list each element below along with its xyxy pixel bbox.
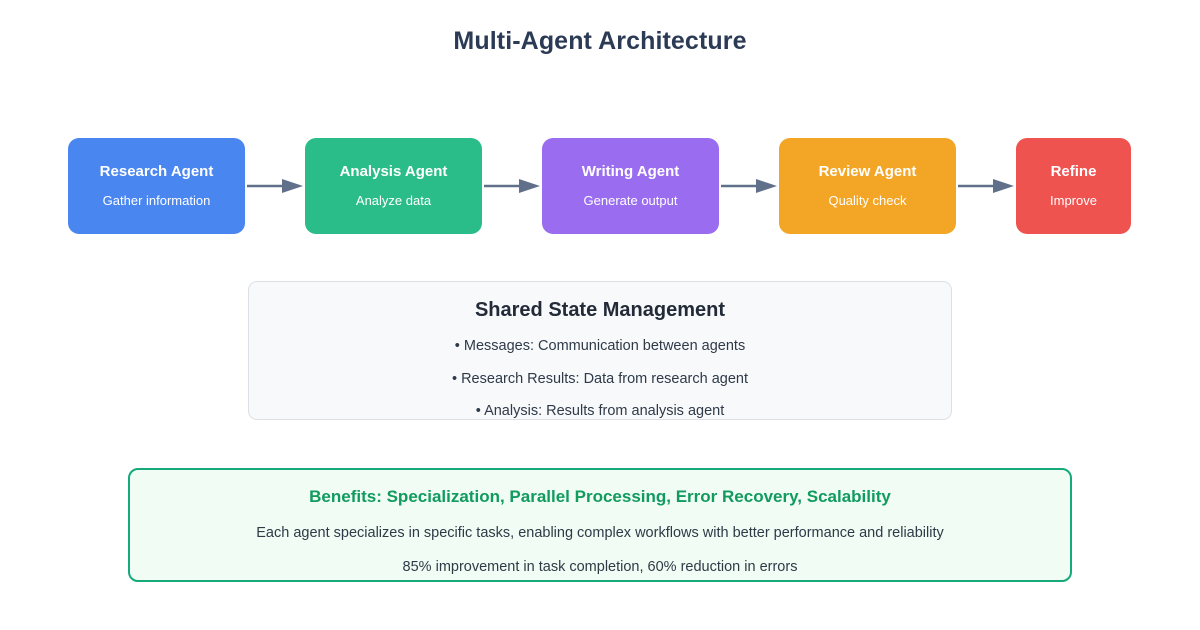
agent-node-subtitle: Gather information: [102, 192, 211, 208]
shared-state-panel: Shared State Management • Messages: Comm…: [248, 281, 952, 420]
agent-node-subtitle: Improve: [1050, 192, 1097, 208]
benefits-metrics: 85% improvement in task completion, 60% …: [402, 558, 798, 575]
benefits-panel: Benefits: Specialization, Parallel Proce…: [128, 468, 1072, 582]
agent-node-title: Analysis Agent: [339, 163, 448, 181]
agent-node-subtitle: Generate output: [583, 192, 678, 208]
shared-state-item: • Messages: Communication between agents: [454, 338, 746, 354]
shared-state-item: • Research Results: Data from research a…: [451, 370, 748, 387]
shared-state-item: • Analysis: Results from analysis agent: [475, 403, 725, 419]
page-title: Multi-Agent Architecture: [453, 27, 747, 55]
agent-node-title: Refine: [1050, 163, 1097, 181]
agent-node-subtitle: Quality check: [828, 192, 907, 208]
flow-arrow-icon: [484, 179, 540, 193]
flow-arrow-icon: [721, 179, 777, 193]
shared-state-heading: Shared State Management: [474, 299, 726, 321]
agent-node-title: Research Agent: [99, 163, 214, 181]
benefits-description: Each agent specializes in specific tasks…: [256, 525, 944, 541]
agent-node-title: Review Agent: [818, 163, 917, 181]
benefits-heading: Benefits: Specialization, Parallel Proce…: [309, 487, 891, 506]
flow-arrow-icon: [247, 179, 303, 193]
agent-node-title: Writing Agent: [581, 163, 680, 181]
agent-node-subtitle: Analyze data: [355, 192, 432, 208]
flow-arrow-icon: [958, 179, 1014, 193]
